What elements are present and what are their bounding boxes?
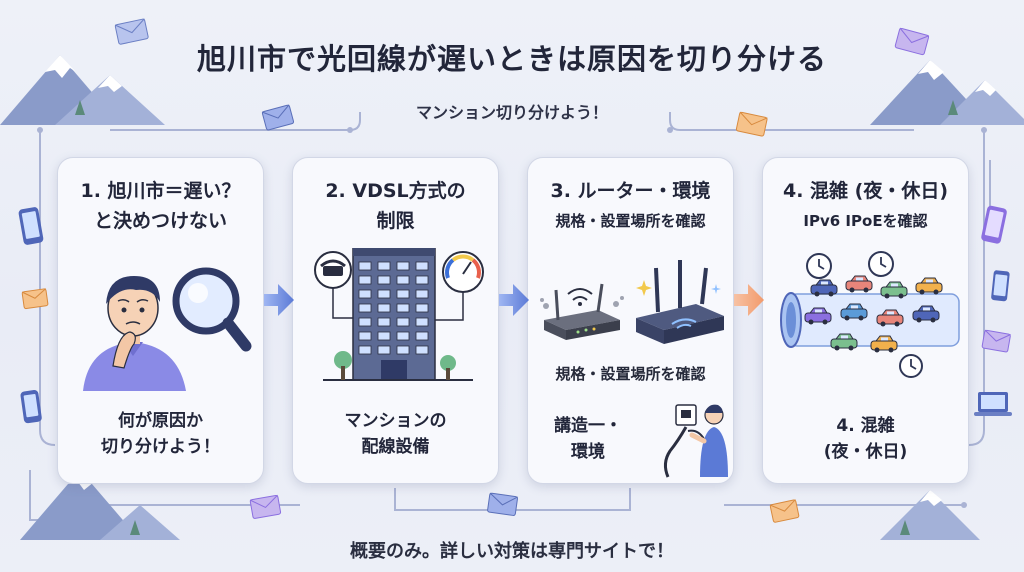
arrow-right-icon-3 [734, 284, 764, 316]
building-window [377, 261, 391, 271]
step-1-heading: 1. 旭川市＝遅い？ と決めつけない [80, 180, 241, 232]
router-icon [540, 260, 724, 344]
new-router-icon [636, 260, 724, 344]
building-window [377, 317, 391, 327]
step-card-3: 3. ルーター・環境 規格・設置場所を確認 [527, 157, 734, 484]
traffic-tunnel-icon [780, 251, 960, 378]
building-window [358, 331, 372, 341]
laptop-icon [974, 392, 1012, 416]
step-3-caption: 講造一・ 環境 [554, 416, 622, 462]
building-window [358, 275, 372, 285]
building-window [415, 345, 429, 355]
building-window [396, 345, 410, 355]
step-4-heading: 4. 混雑 (夜・休日) IPv6 IPoEを確認 [782, 180, 949, 230]
car-icon [870, 335, 898, 353]
building-window [415, 303, 429, 313]
building-window [396, 331, 410, 341]
car-icon [840, 303, 868, 321]
building-window [358, 261, 372, 271]
building-window [358, 345, 372, 355]
building-window [415, 289, 429, 299]
step-card-2: 2. VDSL方式の 制限 マンションの 配線設備 [292, 157, 499, 484]
building-window [415, 261, 429, 271]
step-2-heading: 2. VDSL方式の 制限 [325, 180, 466, 232]
worried-person-magnifier-icon [83, 267, 252, 391]
step-4-caption: 4. 混雑 (夜・休日) [823, 416, 908, 462]
car-icon [876, 309, 904, 327]
building-window [396, 289, 410, 299]
car-icon [804, 307, 832, 325]
clock-icons [806, 251, 923, 378]
mountain-icon-top-right [870, 60, 1024, 125]
mountain-icon-top-left [0, 55, 165, 125]
apartment-building-phone-speedometer-icon [314, 248, 484, 381]
building-window [415, 317, 429, 327]
building-window [377, 303, 391, 313]
car-icon [810, 279, 838, 297]
page-title: 旭川市で光回線が遅いときは原因を切り分ける [196, 42, 827, 76]
envelope-icons [21, 18, 1011, 523]
arrow-right-icon-1 [264, 284, 294, 316]
building-window [377, 275, 391, 285]
step-card-1: 1. 旭川市＝遅い？ と決めつけない 何が原因か 切り分けよう！ [57, 157, 264, 484]
building-window [415, 331, 429, 341]
car-icon [830, 333, 858, 351]
building-window [377, 345, 391, 355]
smartphone-icons [18, 205, 1010, 424]
building-window [415, 275, 429, 285]
mountain-icon-bottom-left [20, 470, 180, 540]
building-window [377, 289, 391, 299]
building-window [396, 275, 410, 285]
building-window [358, 317, 372, 327]
step-2-caption: マンションの 配線設備 [344, 411, 447, 457]
car-icon [915, 277, 943, 295]
mountain-icon-bottom-right [880, 490, 980, 540]
car-icon [880, 281, 908, 299]
building-window [358, 303, 372, 313]
building-window [396, 303, 410, 313]
car-icon [912, 305, 940, 323]
arrow-right-icon-2 [499, 284, 529, 316]
step-card-4: 4. 混雑 (夜・休日) IPv6 IPoEを確認 4. 混雑 (夜・休日) [762, 157, 969, 484]
person-plugging-cable-icon [663, 404, 728, 478]
building-window [358, 289, 372, 299]
step-1-caption: 何が原因か 切り分けよう！ [101, 411, 220, 457]
footer-note: 概要のみ。詳しい対策は専門サイトで！ [350, 541, 674, 562]
subtitle: マンション切り分けよう！ [415, 103, 608, 122]
building-window [396, 317, 410, 327]
step-3-middle-text: 規格・設置場所を確認 [555, 365, 706, 383]
building-window [377, 331, 391, 341]
building-window [396, 261, 410, 271]
car-icon [845, 275, 873, 293]
old-router-icon [540, 283, 624, 340]
car-icons [804, 275, 943, 353]
step-3-heading: 3. ルーター・環境 規格・設置場所を確認 [550, 180, 711, 230]
